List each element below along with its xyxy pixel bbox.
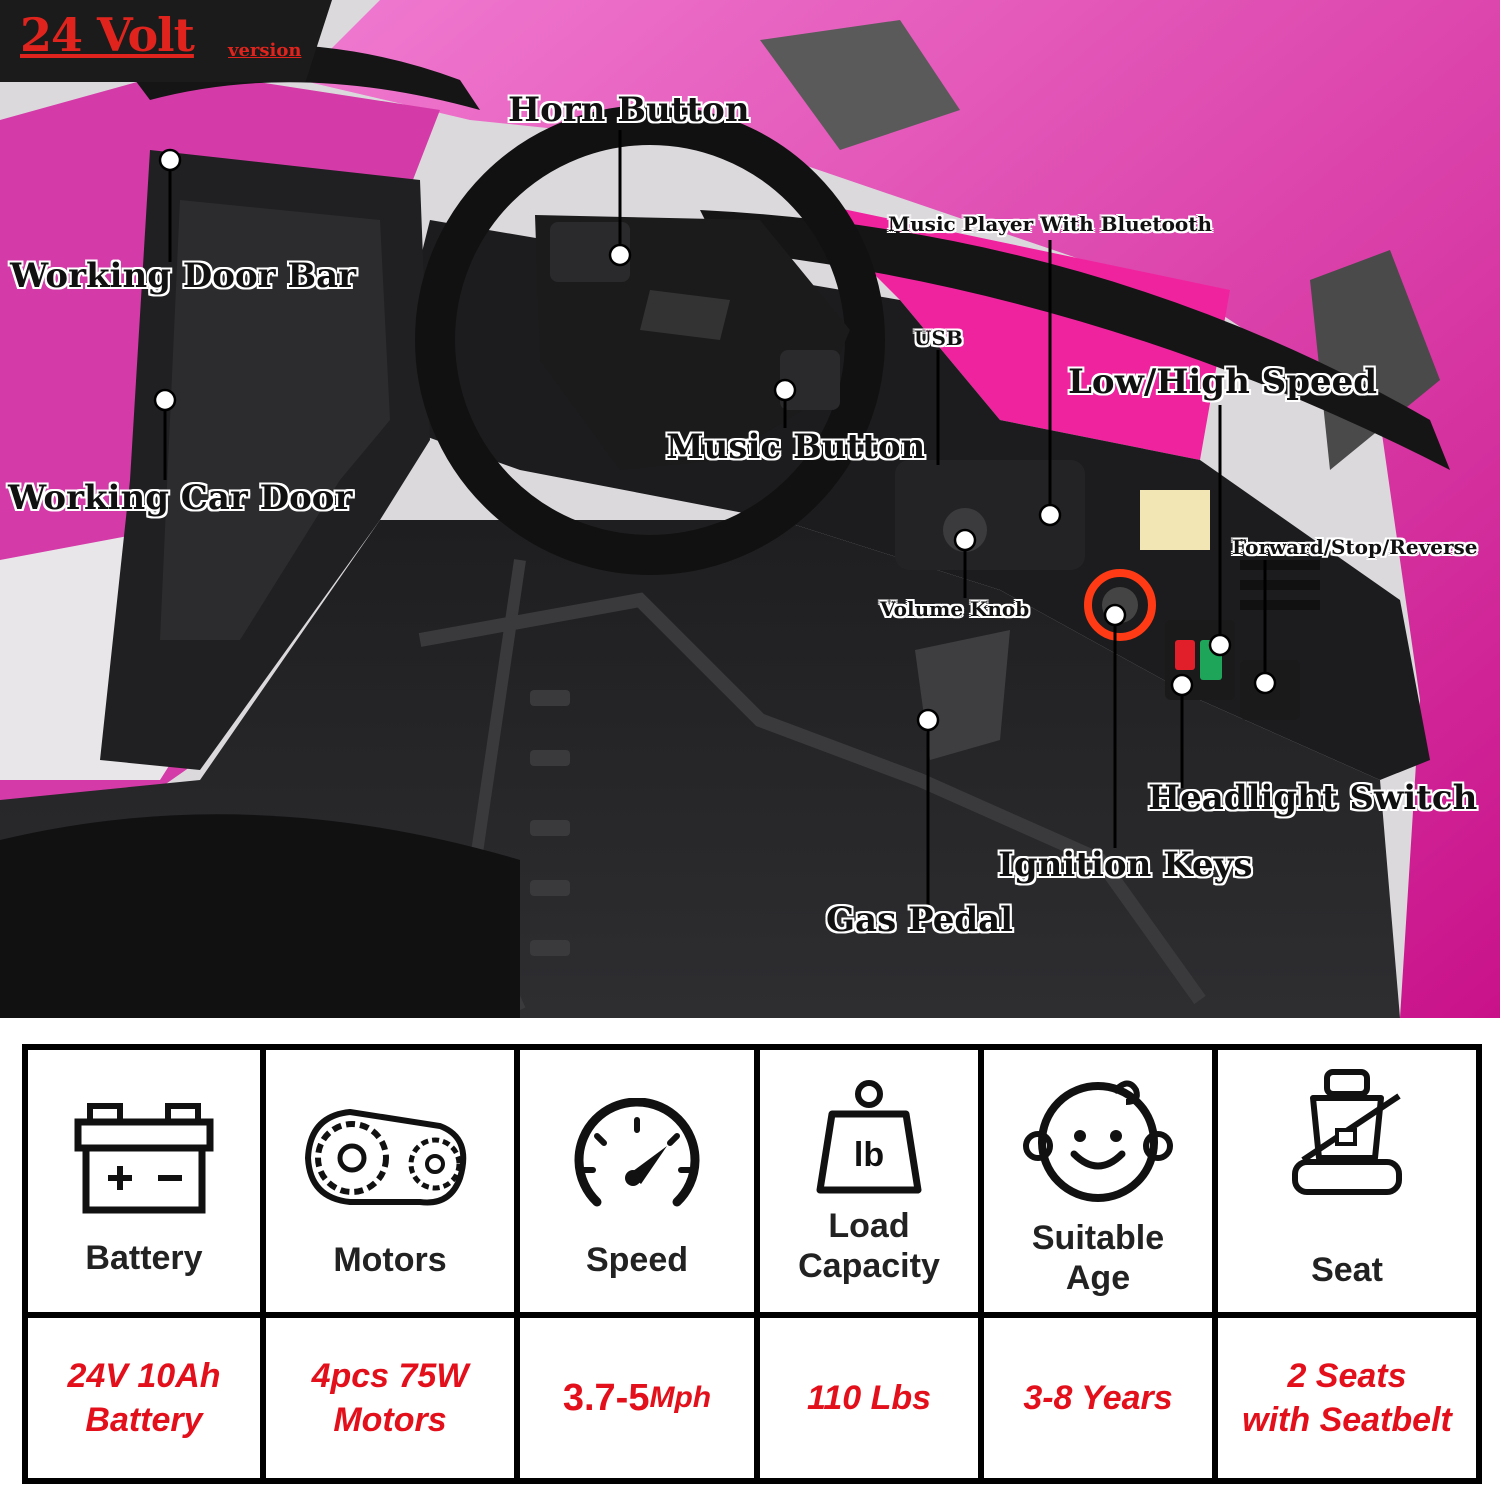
spec-motors-heading: Motors — [333, 1241, 447, 1279]
spec-load-value-line1: 110 Lbs — [806, 1379, 932, 1417]
weight-icon-label: lb — [854, 1136, 884, 1174]
speedometer-icon — [574, 1098, 700, 1207]
horn-button-marker — [608, 243, 632, 267]
spec-motors-value-line1: 4pcs 75W — [311, 1357, 469, 1395]
spec-battery-value: 24V 10Ah Battery — [25, 1315, 263, 1481]
speed-switch-marker — [1208, 633, 1232, 657]
spec-speed-heading: Speed — [585, 1241, 689, 1279]
callout-usb: USB — [914, 326, 963, 350]
callout-headlight-switch: Headlight Switch — [1148, 778, 1478, 818]
spec-seat-heading: Seat — [1311, 1251, 1383, 1289]
spec-load-heading-line2: Capacity — [798, 1247, 940, 1285]
spec-seat-value: 2 Seats with Seatbelt — [1215, 1315, 1479, 1481]
seat-icon — [1292, 1069, 1402, 1195]
volume-knob-marker — [953, 528, 977, 552]
voltage-badge-main: 24 Volt — [20, 8, 195, 62]
music-button-marker — [773, 378, 797, 402]
spec-motors-header: Motors — [263, 1047, 517, 1315]
spec-load-heading-line1: Load — [828, 1207, 910, 1245]
spec-seat-header: Seat — [1215, 1047, 1479, 1315]
weight-icon: lb — [816, 1080, 922, 1194]
spec-age-heading-line1: Suitable — [1031, 1219, 1165, 1257]
callout-ignition-keys: Ignition Keys — [998, 845, 1253, 885]
callout-low-high-speed: Low/High Speed — [1068, 362, 1378, 402]
spec-seat-value-line1: 2 Seats — [1287, 1357, 1407, 1395]
callout-working-door-bar: Working Door Bar — [10, 256, 357, 296]
callout-gas-pedal: Gas Pedal — [826, 900, 1014, 940]
spec-load-header: lb Load Capacity — [757, 1047, 981, 1315]
direction-switch-marker — [1253, 671, 1277, 695]
spec-load-heading: Load Capacity — [760, 1206, 978, 1286]
spec-speed-value-unit: Mph — [649, 1381, 712, 1414]
spec-age-header: Suitable Age — [981, 1047, 1215, 1315]
spec-age-heading: Suitable Age — [984, 1218, 1212, 1298]
spec-age-heading-line2: Age — [1065, 1259, 1131, 1297]
ignition-marker — [1103, 603, 1127, 627]
callout-volume-knob: Volume Knob — [880, 597, 1030, 621]
callout-working-car-door: Working Car Door — [8, 478, 353, 518]
spec-speed-value-number: 3.7-5 — [562, 1377, 650, 1419]
car-door-marker — [153, 388, 177, 412]
baby-face-icon — [1023, 1080, 1173, 1202]
spec-motors-value-line2: Motors — [333, 1401, 447, 1439]
spec-seat-value-line2: with Seatbelt — [1242, 1401, 1452, 1439]
battery-icon — [74, 1103, 214, 1214]
spec-speed-header: Speed — [517, 1047, 757, 1315]
voltage-badge-sub: version — [228, 40, 302, 61]
spec-load-value: 110 Lbs — [757, 1315, 981, 1481]
callout-music-player: Music Player With Bluetooth — [888, 212, 1213, 236]
headlight-switch-marker — [1170, 673, 1194, 697]
spec-motors-value: 4pcs 75W Motors — [263, 1315, 517, 1481]
product-photo: 24 Volt version Horn Button Working Door… — [0, 0, 1500, 1018]
callout-forward-stop-reverse: Forward/Stop/Reverse — [1232, 535, 1478, 559]
callout-music-button: Music Button — [666, 427, 926, 467]
door-bar-marker — [158, 148, 182, 172]
voltage-badge: 24 Volt version — [0, 0, 332, 82]
gas-pedal-marker — [916, 708, 940, 732]
callout-horn-button: Horn Button — [508, 90, 750, 130]
spec-age-value: 3-8 Years — [981, 1315, 1215, 1481]
motors-icon — [304, 1108, 467, 1206]
spec-battery-value-line1: 24V 10Ah — [67, 1357, 221, 1395]
spec-age-value-line1: 3-8 Years — [1023, 1379, 1173, 1417]
spec-battery-value-line2: Battery — [85, 1401, 203, 1439]
car-interior-illustration — [0, 0, 1500, 1018]
spec-battery-heading: Battery — [85, 1239, 203, 1277]
music-player-marker — [1038, 503, 1062, 527]
spec-table: Battery Motors — [22, 1044, 1482, 1484]
spec-battery-header: Battery — [25, 1047, 263, 1315]
